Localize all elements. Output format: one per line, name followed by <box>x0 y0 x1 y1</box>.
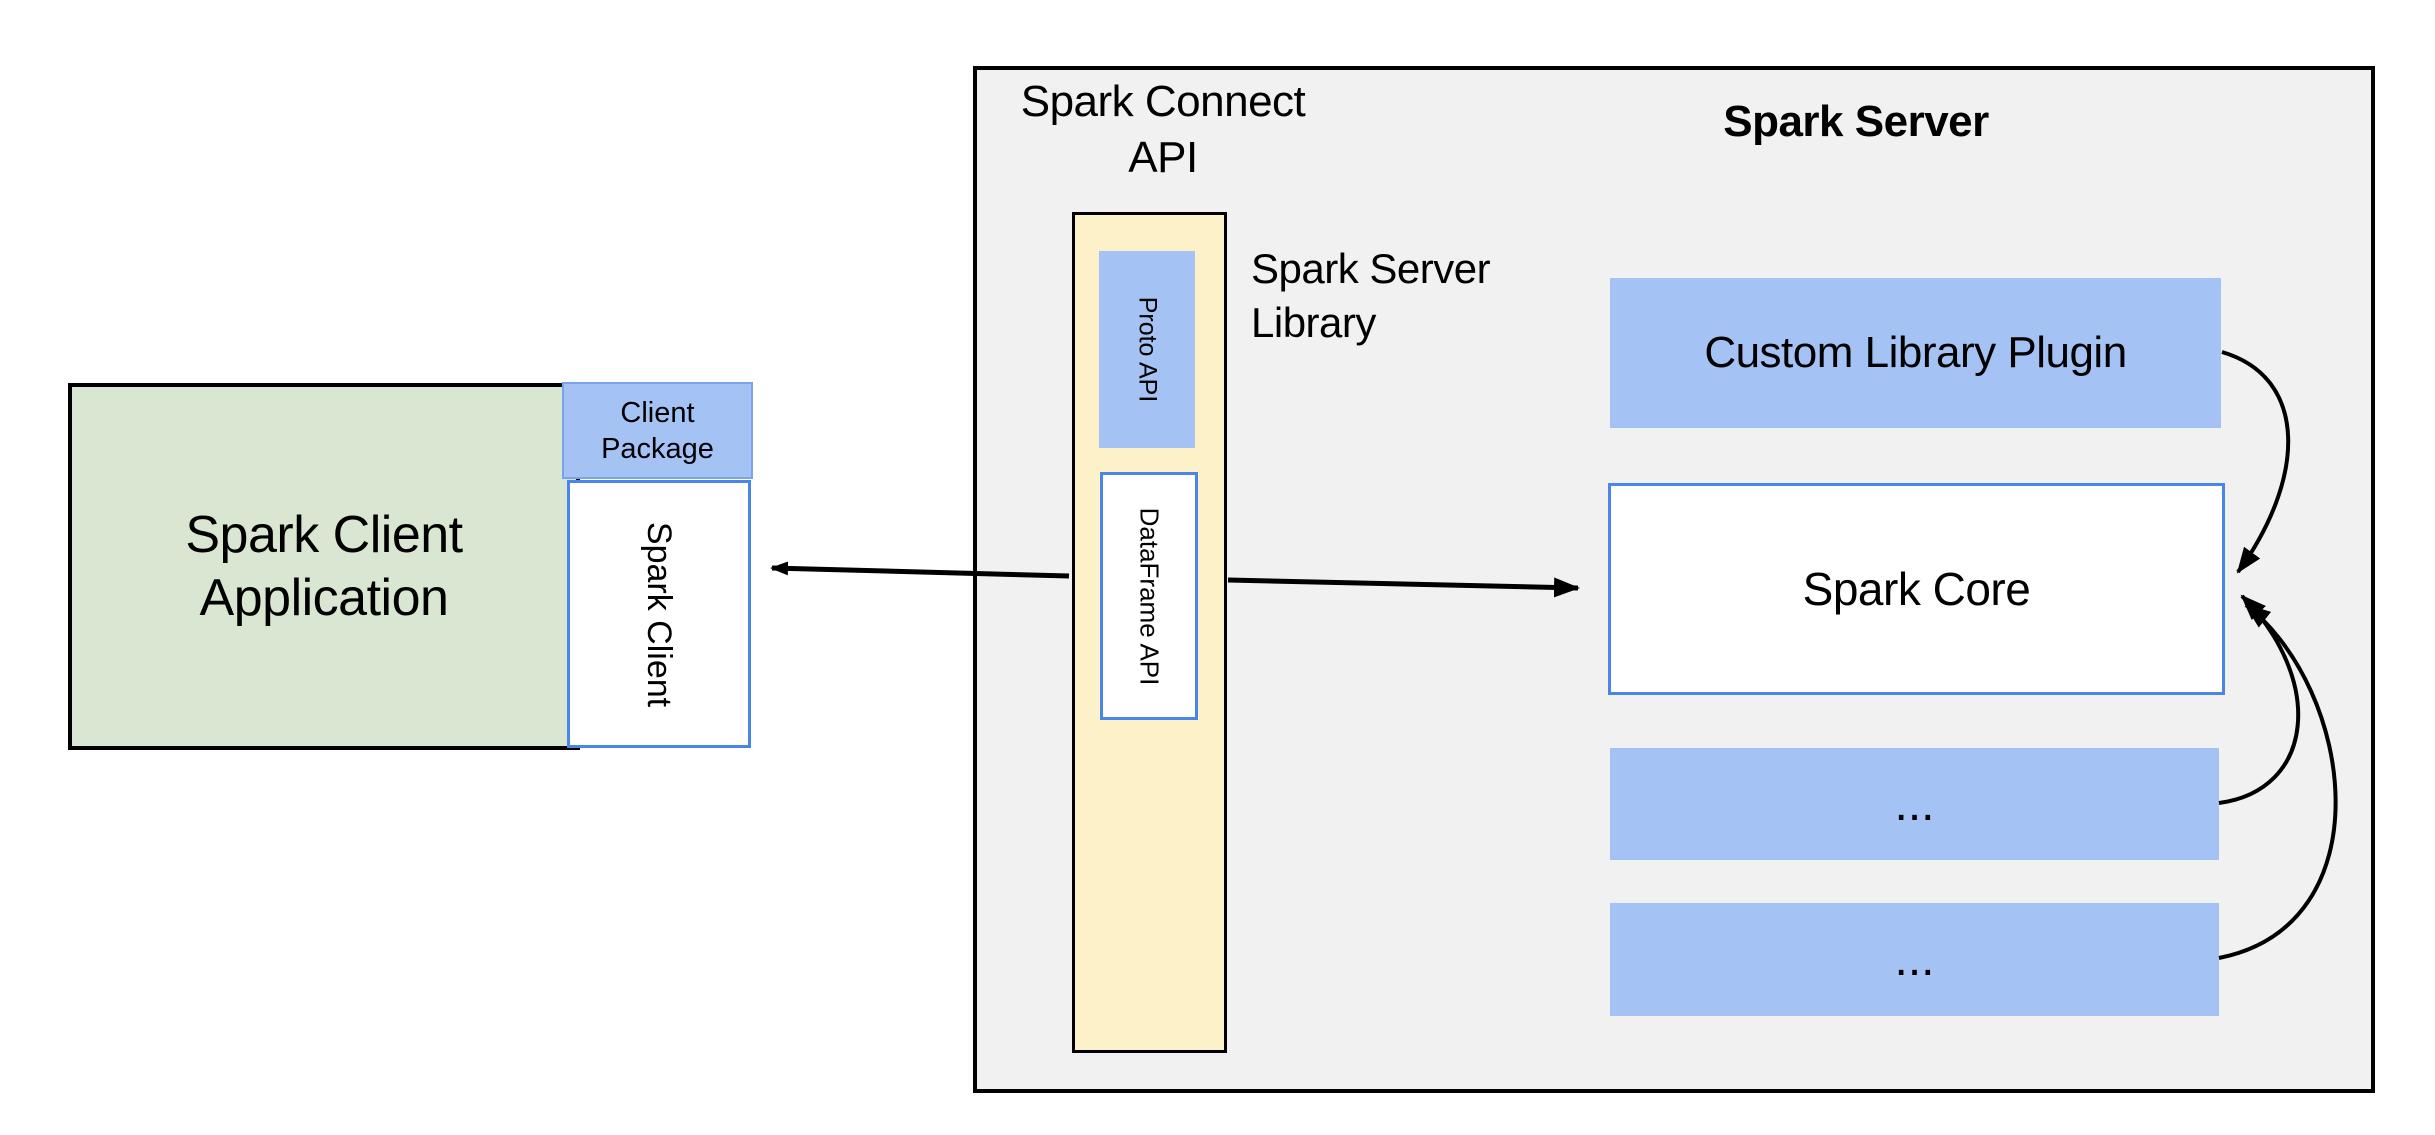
spark-server-library-label: Spark Server Library <box>1251 245 1491 346</box>
ellipsis-box-1: ... <box>1610 748 2219 860</box>
spark-client-box: Spark Client <box>567 480 751 748</box>
spark-server-title: Spark Server <box>1723 97 1989 146</box>
proto-api-box: Proto API <box>1099 251 1195 448</box>
spark-client-application-box: Spark Client Application <box>68 383 580 750</box>
spark-core-box: Spark Core <box>1608 483 2225 695</box>
proto-api-label: Proto API <box>1133 296 1162 403</box>
spark-connect-api-title: Spark Connect API <box>1020 77 1306 182</box>
client-package-box: Client Package <box>562 382 753 479</box>
spark-client-label: Spark Client <box>640 521 679 707</box>
dataframe-api-label: DataFrame API <box>1134 507 1165 685</box>
dataframe-api-box: DataFrame API <box>1100 472 1198 720</box>
ellipsis-box-2: ... <box>1610 903 2219 1016</box>
custom-library-plugin-box: Custom Library Plugin <box>1610 278 2221 428</box>
